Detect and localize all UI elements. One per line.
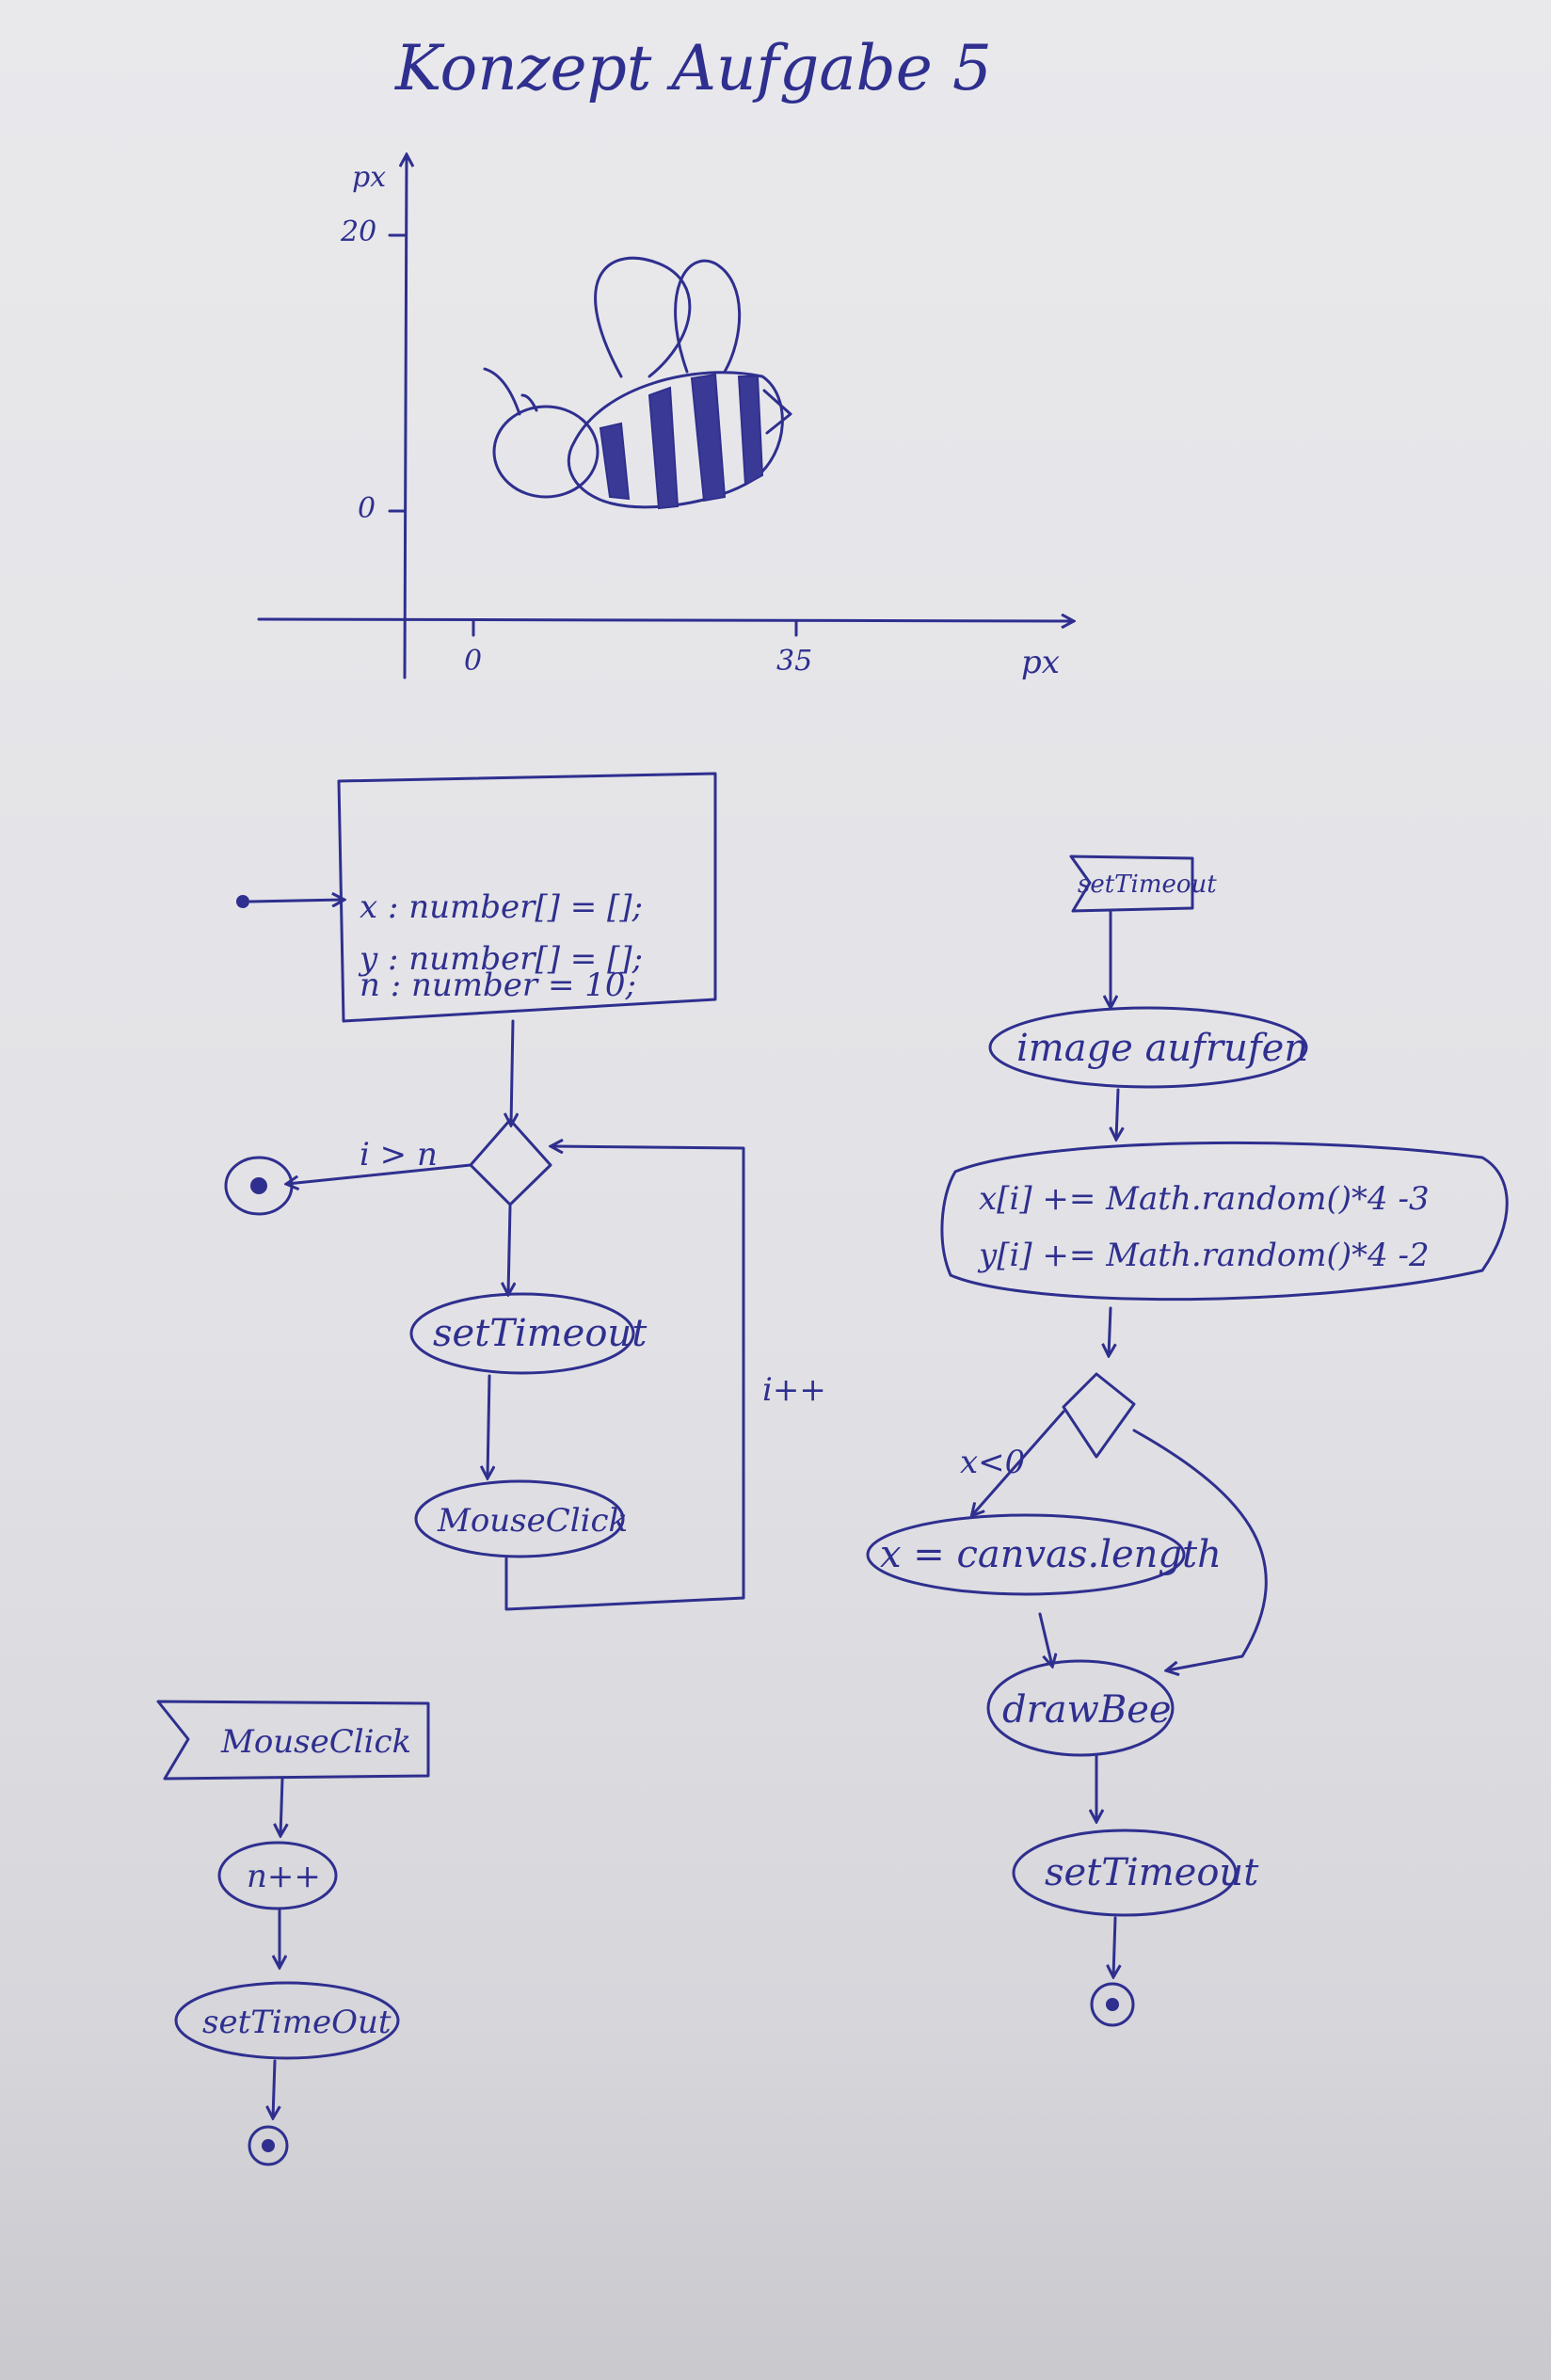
page-title: Konzept Aufgabe 5 — [394, 32, 992, 104]
x-axis-label: px — [1021, 644, 1060, 681]
y-tick-20: 20 — [340, 216, 376, 248]
node-drawbee: drawBee — [1002, 1688, 1172, 1732]
node-settimeout-end: setTimeout — [1045, 1851, 1259, 1894]
x-tick-0: 0 — [464, 645, 482, 678]
node-settimeout-main: setTimeout — [433, 1312, 648, 1355]
mouseclick-signal-label: MouseClick — [220, 1723, 411, 1761]
loop-increment-label: i++ — [762, 1371, 826, 1409]
timeout-flow — [866, 855, 1509, 2027]
update-line-y: y[i] += Math.random()*4 -2 — [977, 1237, 1430, 1274]
branch-condition-label: x<0 — [960, 1444, 1025, 1481]
coordinate-axes — [257, 155, 1073, 679]
init-line-n: n : number = 10; — [360, 966, 636, 1004]
bee-sketch — [483, 256, 792, 510]
node-increment: n++ — [247, 1858, 321, 1895]
y-axis-label: px — [352, 161, 386, 194]
exit-condition-label: i > n — [360, 1136, 438, 1174]
node-image-aufrufen: image aufrufen — [1016, 1027, 1308, 1070]
y-tick-0: 0 — [358, 492, 376, 525]
x-tick-35: 35 — [776, 645, 812, 678]
init-line-y: y : number[] = []; — [358, 940, 643, 978]
timeout-signal-label: setTimeout — [1078, 871, 1217, 899]
update-line-x: x[i] += Math.random()*4 -3 — [979, 1180, 1430, 1218]
main-flow — [224, 772, 745, 1611]
init-line-x: x : number[] = []; — [360, 888, 643, 926]
node-reset-x: x = canvas.length — [880, 1533, 1222, 1576]
node-mouseclick-main: MouseClick — [437, 1502, 628, 1540]
mouseclick-flow — [156, 1700, 430, 2166]
node-settimeout-click: setTimeOut — [202, 2004, 392, 2041]
